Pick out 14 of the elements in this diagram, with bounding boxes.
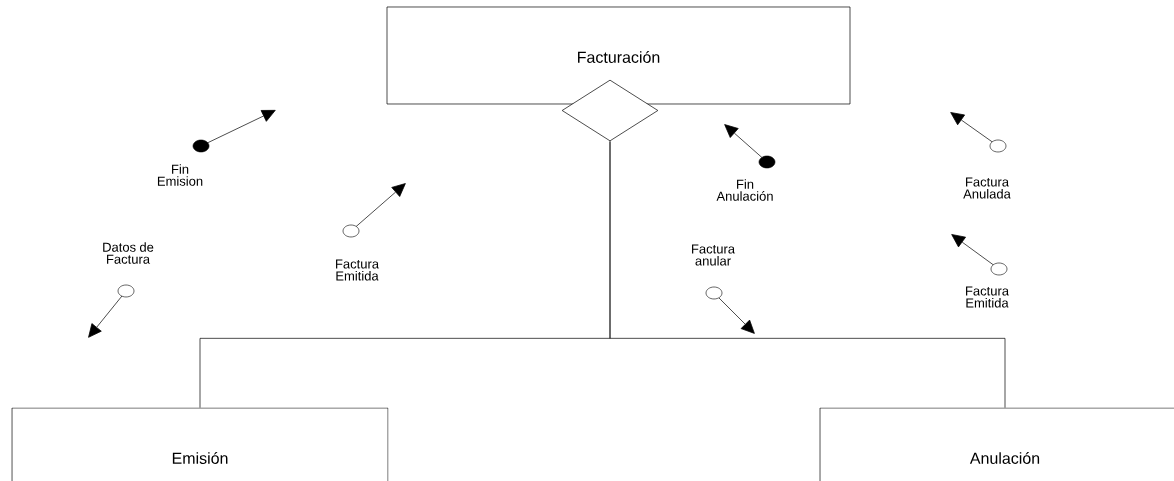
data-label: Datos de Factura bbox=[103, 242, 154, 264]
box-label: Emisión bbox=[172, 452, 228, 464]
data-label: Factura Emitida bbox=[336, 259, 380, 281]
data-label: Factura Anulada bbox=[963, 177, 1011, 199]
data-label: Factura Emitida bbox=[966, 286, 1010, 308]
process-box bbox=[11, 407, 389, 481]
connector-line bbox=[609, 141, 1006, 408]
data-label: Fin Anulación bbox=[716, 179, 773, 201]
decision-diamond bbox=[561, 79, 659, 142]
data-label: Factura anular bbox=[692, 244, 736, 266]
box-label: Facturación bbox=[578, 51, 660, 63]
box-label: Anulación bbox=[969, 452, 1040, 464]
data-label: Fin Emision bbox=[157, 164, 203, 186]
process-box bbox=[819, 407, 1174, 481]
